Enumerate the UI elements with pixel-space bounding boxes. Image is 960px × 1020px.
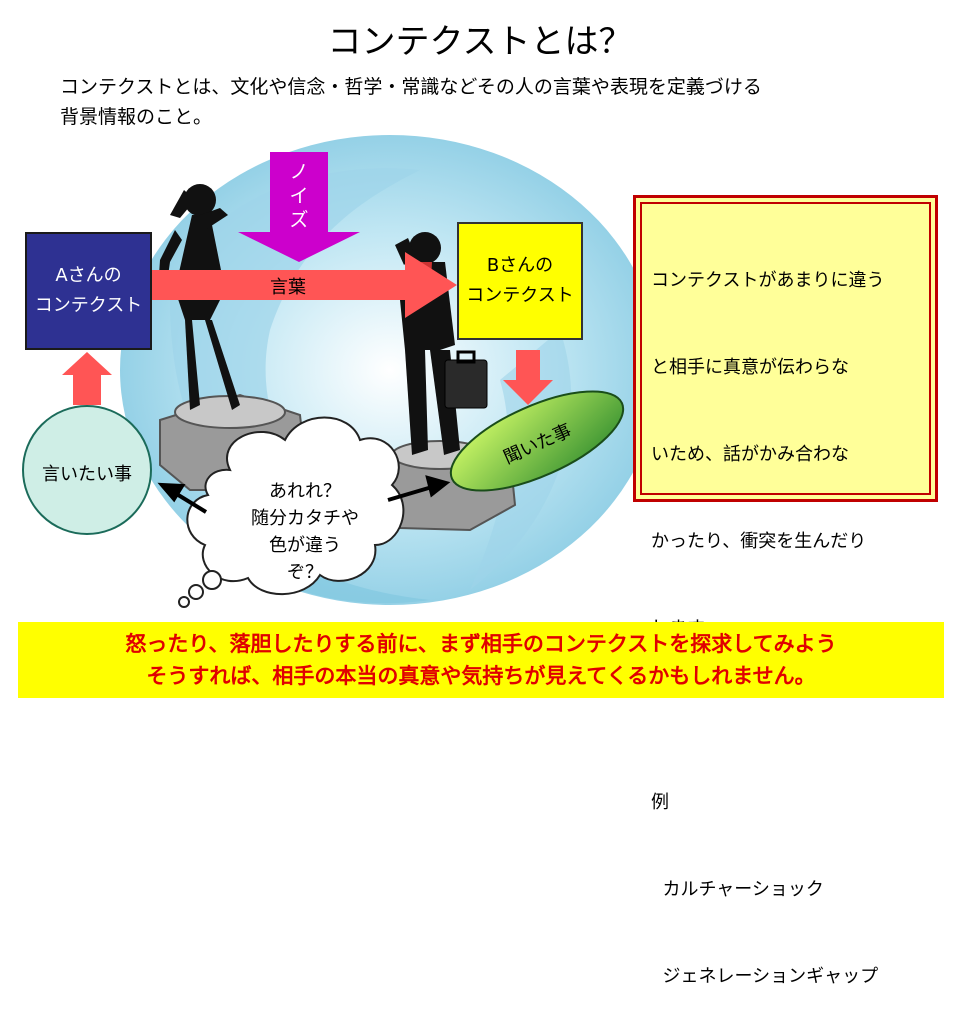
words-arrow <box>152 252 457 318</box>
want-to-say-bubble <box>22 405 152 535</box>
context-a-box: Aさんの コンテクスト <box>25 232 152 350</box>
note-line: 例 <box>651 792 669 813</box>
note-line: かったり、衝突を生んだり <box>651 531 867 552</box>
noise-arrow <box>238 152 360 262</box>
context-b-line1: Bさんの <box>486 255 554 276</box>
note-line: カルチャーショック <box>651 879 824 900</box>
diagram-graphic <box>22 135 660 608</box>
banner-line-1: 怒ったり、落胆したりする前に、まず相手のコンテクストを探求してみよう <box>125 632 837 656</box>
banner-line-2: そうすれば、相手の本当の真意や気持ちが見えてくるかもしれません。 <box>146 664 816 688</box>
context-a-line2: コンテクスト <box>34 295 143 316</box>
conclusion-banner <box>18 622 944 698</box>
want-to-say-label: 言いたい事 <box>42 464 132 485</box>
note-line: いため、話がかみ合わな <box>651 444 849 465</box>
note-line: ジェネレーションギャップ <box>651 966 879 987</box>
context-b-box: Bさんの コンテクスト <box>457 222 583 340</box>
note-text: コンテクストがあまりに違う と相手に真意が伝わらな いため、話がかみ合わな かっ… <box>651 208 884 1020</box>
thought-line-3: 色が違う <box>269 535 341 556</box>
intro-line-2: 背景情報のこと。 <box>60 106 213 128</box>
note-line <box>651 701 884 730</box>
thought-line-2: 随分カタチや <box>251 508 359 529</box>
context-a-line1: Aさんの <box>55 265 122 286</box>
thought-line-1: あれれ？ <box>269 481 341 502</box>
noise-label: ノ イ ズ <box>284 160 314 232</box>
down-arrow <box>503 350 553 405</box>
thought-line-4: ぞ？ <box>287 562 323 583</box>
note-box <box>633 195 938 502</box>
heard-pill <box>449 390 625 492</box>
thought-cloud <box>178 416 405 608</box>
noise-char: イ <box>289 185 309 207</box>
intro-line-1: コンテクストとは、文化や信念・哲学・常識などその人の言葉や表現を定義づける <box>60 76 762 98</box>
cloud-arrows <box>157 475 451 514</box>
note-line: コンテクストがあまりに違う <box>651 270 885 291</box>
noise-char: ノ <box>289 161 309 183</box>
note-line: と相手に真意が伝わらな <box>651 357 849 378</box>
note-inner-border <box>640 202 931 495</box>
thought-text: あれれ？ 随分カタチや 色が違う ぞ？ <box>225 478 385 586</box>
noise-char: ズ <box>289 209 309 231</box>
context-b-line2: コンテクスト <box>466 285 574 306</box>
slide-title: コンテクストとは？ <box>327 22 633 62</box>
up-arrow <box>62 352 112 405</box>
words-label: 言葉 <box>270 277 306 298</box>
